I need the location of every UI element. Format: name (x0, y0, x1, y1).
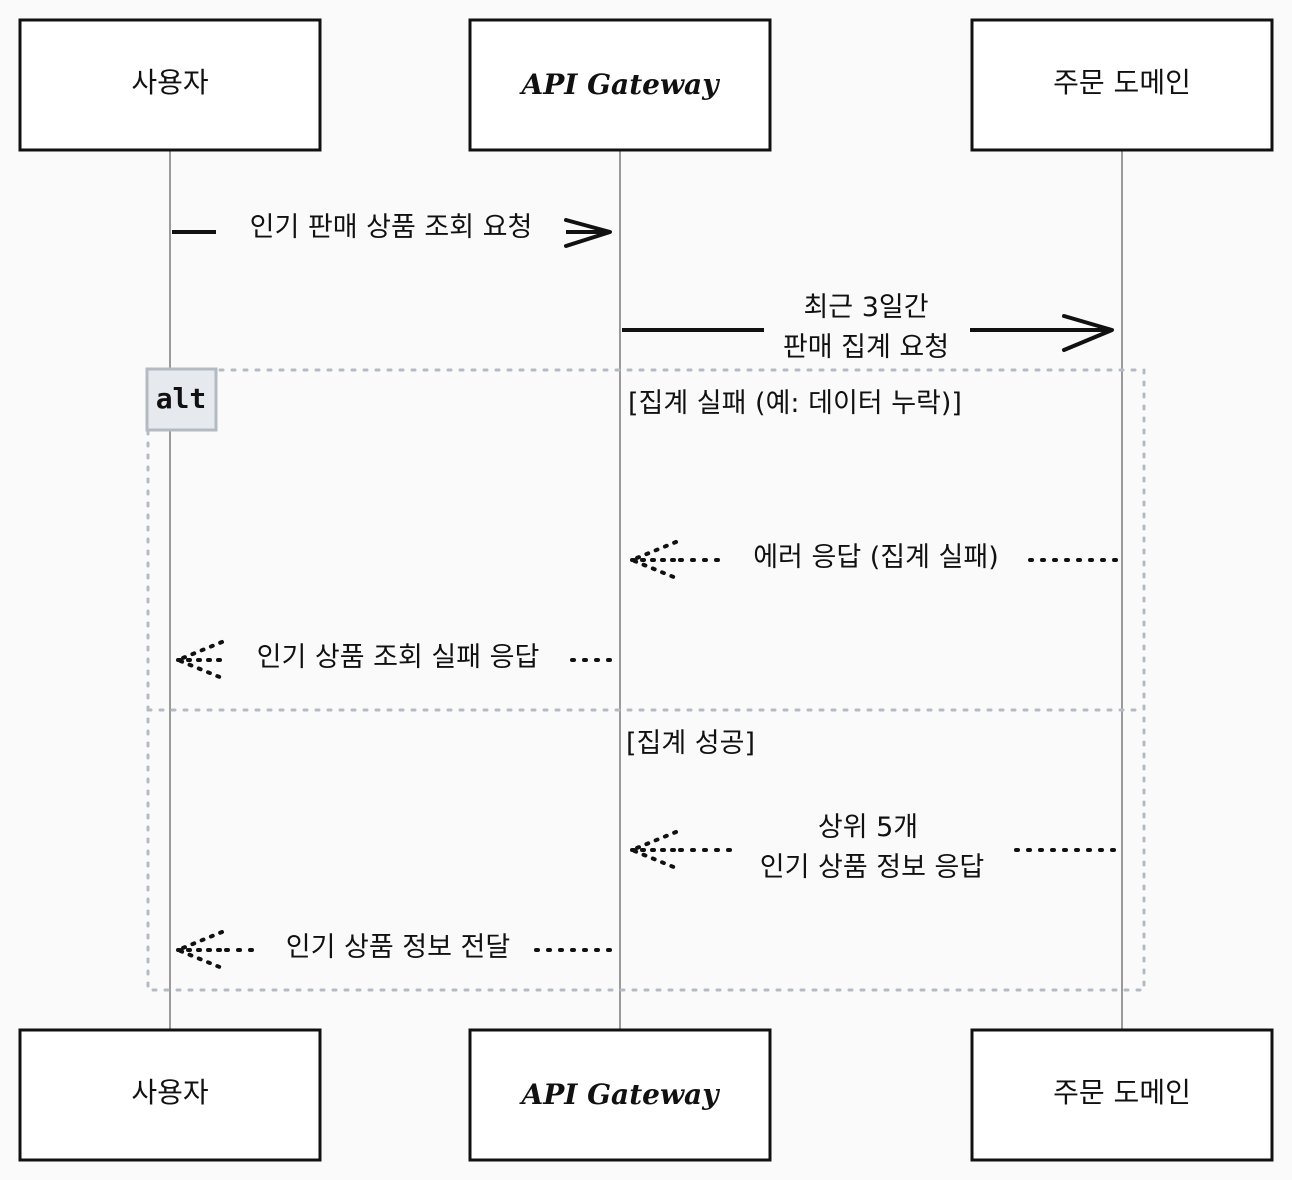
participant-user-label: 사용자 (131, 66, 208, 99)
participant-gateway-bottom: API Gateway (468, 1028, 772, 1162)
participant-gateway-label: API Gateway (519, 1078, 721, 1111)
message-6-arrow (172, 930, 620, 970)
message-4-label: 인기 상품 조회 실패 응답 (257, 642, 540, 673)
message-3-label: 에러 응답 (집계 실패) (753, 542, 999, 573)
message-5-arrow (626, 830, 1122, 870)
participant-gateway-label: API Gateway (519, 68, 721, 101)
participant-order-domain-bottom: 주문 도메인 (970, 1028, 1274, 1162)
message-1-arrow (172, 218, 612, 248)
message-5-label-line1: 상위 5개 (818, 812, 918, 843)
alt-label-box: alt (145, 367, 218, 432)
participant-user-top: 사용자 (18, 18, 322, 152)
alt-guard-success: [집계 성공] (626, 728, 755, 759)
message-2-label-line2: 판매 집계 요청 (783, 332, 949, 363)
message-2-arrow (622, 314, 1114, 352)
alt-frame (146, 368, 1146, 992)
participant-order-domain-label: 주문 도메인 (1053, 1076, 1191, 1109)
participant-user-bottom: 사용자 (18, 1028, 322, 1162)
alt-guard-failure: [집계 실패 (예: 데이터 누락)] (628, 388, 962, 419)
participant-order-domain-label: 주문 도메인 (1053, 66, 1191, 99)
participant-user-label: 사용자 (131, 1076, 208, 1109)
message-1-label: 인기 판매 상품 조회 요청 (250, 212, 533, 243)
message-5-label-line2: 인기 상품 정보 응답 (760, 852, 984, 883)
message-6-label: 인기 상품 정보 전달 (286, 932, 510, 963)
participant-gateway-top: API Gateway (468, 18, 772, 152)
alt-label: alt (156, 382, 207, 415)
participant-order-domain-top: 주문 도메인 (970, 18, 1274, 152)
message-2-label-line1: 최근 3일간 (803, 292, 928, 323)
message-3-arrow (626, 540, 1122, 580)
message-4-arrow (172, 640, 620, 680)
